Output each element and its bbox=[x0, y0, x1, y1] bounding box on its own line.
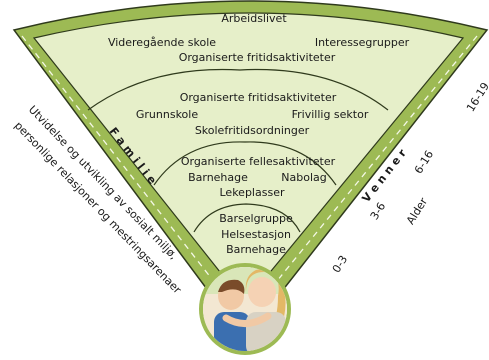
zone-6-16-item-2: Grunnskole bbox=[136, 108, 198, 121]
zone-6-16-item-4: Skolefritidsordninger bbox=[195, 124, 310, 137]
zone-16-19-item-4: Organiserte fritidsaktiviteter bbox=[179, 51, 336, 64]
zone-16-19-item-1: Arbeidslivet bbox=[221, 12, 287, 25]
zone-3-6-item-1: Organiserte fellesaktiviteter bbox=[181, 155, 336, 168]
zone-6-16-item-1: Organiserte fritidsaktiviteter bbox=[180, 91, 337, 104]
age-label-16-19: 16-19 bbox=[464, 80, 489, 114]
zone-ring-0-3 bbox=[193, 203, 301, 233]
zone-16-19-item-3: Interessegrupper bbox=[315, 36, 410, 49]
zone-16-19-item-2: Videregående skole bbox=[108, 36, 216, 49]
zone-3-6-item-3: Nabolag bbox=[281, 171, 326, 184]
zone-0-3-item-1: Barselgruppe bbox=[219, 212, 293, 225]
zone-0-3-item-3: Barnehage bbox=[226, 243, 286, 256]
zone-ring-6-16 bbox=[87, 68, 389, 111]
funnel-inner-fan bbox=[32, 12, 465, 283]
age-label-0-3: 0-3 bbox=[330, 253, 351, 275]
zone-0-3-item-2: Helsestasjon bbox=[221, 228, 291, 241]
zone-6-16-item-3: Frivillig sektor bbox=[292, 108, 369, 121]
zone-3-6-item-4: Lekeplasser bbox=[220, 186, 285, 199]
alder-label: Alder bbox=[404, 195, 431, 227]
children-photo-icon bbox=[199, 263, 291, 355]
right-band-dashes bbox=[267, 35, 478, 293]
zone-3-6-item-2: Barnehage bbox=[188, 171, 248, 184]
zone-ring-3-6 bbox=[153, 141, 337, 186]
age-label-6-16: 6-16 bbox=[412, 148, 436, 176]
